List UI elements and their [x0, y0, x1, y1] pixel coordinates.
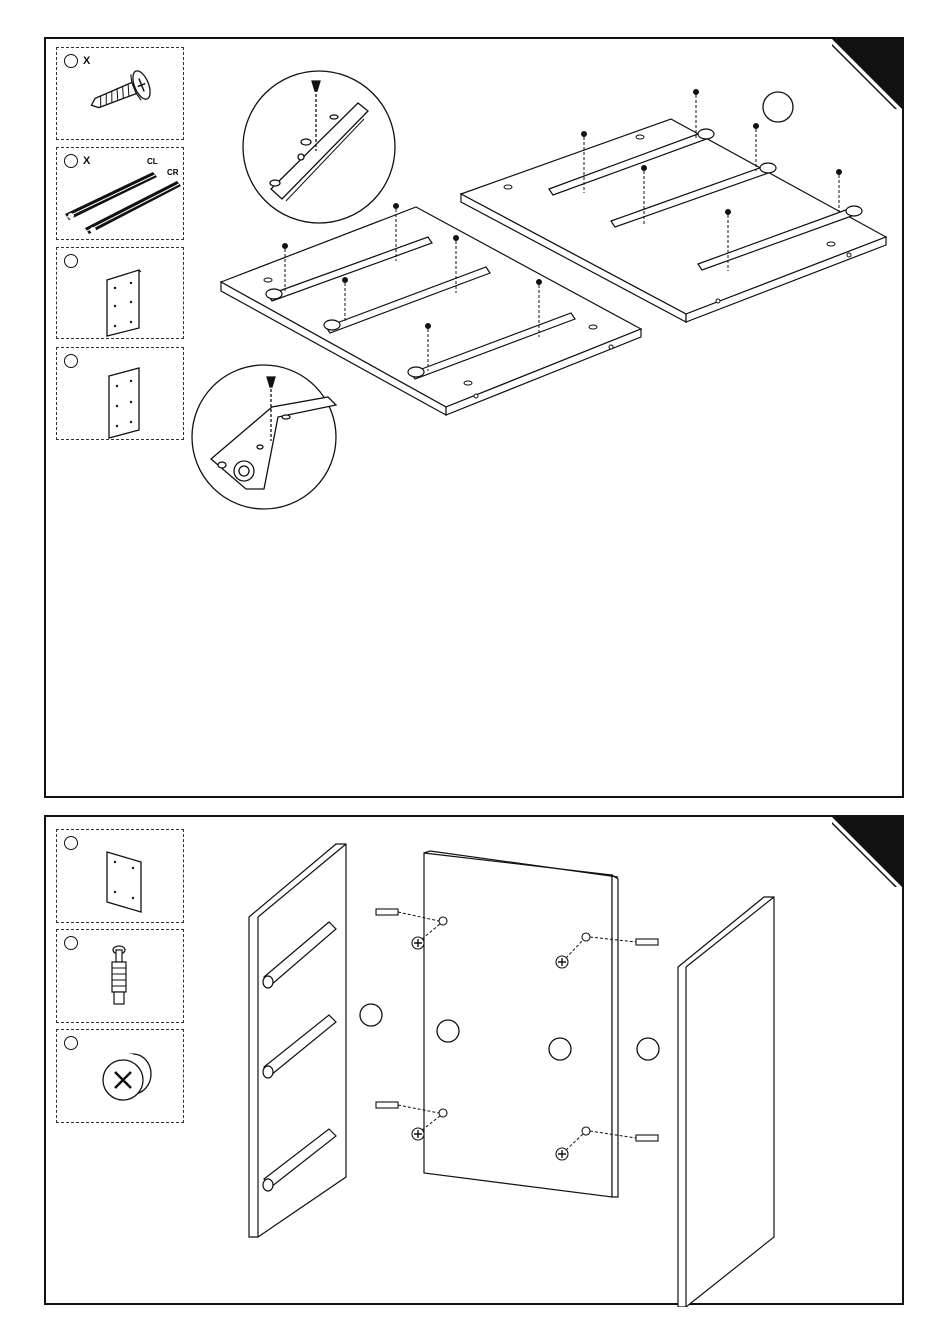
step-1-panel: X X CL CR: [44, 37, 904, 798]
right-side-panel: [678, 897, 774, 1307]
step-1-assembly-drawing: [46, 39, 906, 800]
step-2-assembly-drawing: [46, 817, 906, 1307]
detail-circle-bottom: [192, 365, 336, 509]
step-label-badge: [763, 92, 793, 122]
detail-circle-top: [243, 71, 395, 223]
step-2-panel: [44, 815, 904, 1305]
